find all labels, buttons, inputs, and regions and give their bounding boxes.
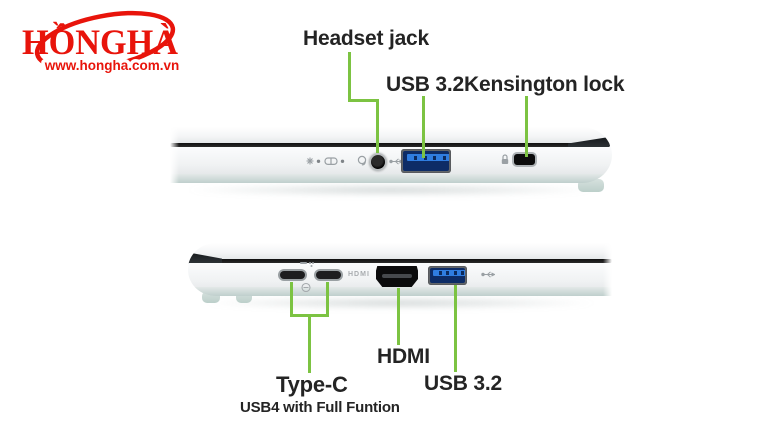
left-crop-fade	[170, 127, 179, 183]
typec-line-left	[290, 282, 293, 316]
typec-sublabel: USB4 with Full Funtion	[240, 399, 400, 416]
laptop-left-side-view: HDMI	[188, 243, 612, 309]
hdmi-label: HDMI	[377, 345, 430, 368]
power-indicator-icon	[306, 157, 314, 165]
headset-line-vertical-2	[376, 99, 379, 153]
usb-top-label: USB 3.2	[386, 73, 464, 96]
usb-c-port-1	[278, 269, 307, 281]
chassis-body	[170, 127, 612, 183]
hdmi-line	[397, 288, 400, 345]
kensington-lock-icon	[501, 154, 509, 164]
usb-bottom-label: USB 3.2	[424, 372, 502, 395]
bottom-reflection	[188, 287, 612, 296]
status-indicator-icons	[306, 157, 345, 166]
kensington-lock-label: Kensington lock	[464, 73, 625, 96]
usb-a-port	[401, 149, 451, 173]
headset-jack-port	[369, 153, 387, 171]
typec-line-center	[308, 314, 311, 373]
kensington-line	[525, 96, 528, 157]
laptop-shadow	[182, 184, 600, 196]
headset-line-horizontal	[348, 99, 379, 102]
laptop-shadow	[200, 297, 600, 309]
headset-line-vertical-1	[348, 52, 351, 102]
usb-icon	[481, 271, 495, 278]
typec-line-right	[326, 282, 329, 316]
bottom-reflection	[170, 174, 612, 183]
hongha-logo: HỒNGHÀ www.hongha.com.vn	[8, 4, 194, 78]
kensington-lock-slot	[512, 152, 537, 167]
lid-edge	[170, 127, 612, 144]
battery-indicator-icon	[324, 157, 338, 166]
headset-jack-label: Headset jack	[303, 27, 430, 50]
usb-top-line	[422, 96, 425, 158]
hdmi-embossed-text: HDMI	[348, 271, 370, 278]
power-led-dot	[316, 159, 321, 163]
logo-website-text: www.hongha.com.vn	[44, 58, 180, 73]
right-crop-fade	[603, 243, 612, 296]
hongha-logo-graphic: HỒNGHÀ www.hongha.com.vn	[22, 10, 183, 77]
logo-brand-text: HỒNGHÀ	[22, 21, 178, 62]
dc-in-indicator-icon	[300, 262, 314, 267]
usb-a-port	[428, 266, 467, 285]
usb-bottom-line	[454, 285, 457, 372]
hdmi-port	[376, 266, 418, 287]
usb-c-port-2	[314, 269, 343, 281]
battery-led-dot	[340, 159, 345, 163]
headset-icon	[357, 155, 367, 166]
laptop-right-side-view	[170, 127, 612, 197]
typec-label: Type-C	[276, 372, 348, 397]
lid-gap-line	[206, 259, 612, 263]
lid-edge	[188, 243, 612, 260]
chassis-body: HDMI	[188, 243, 612, 296]
usb4-badge-icon	[301, 282, 311, 293]
logo-swoosh-ellipse	[34, 10, 176, 72]
